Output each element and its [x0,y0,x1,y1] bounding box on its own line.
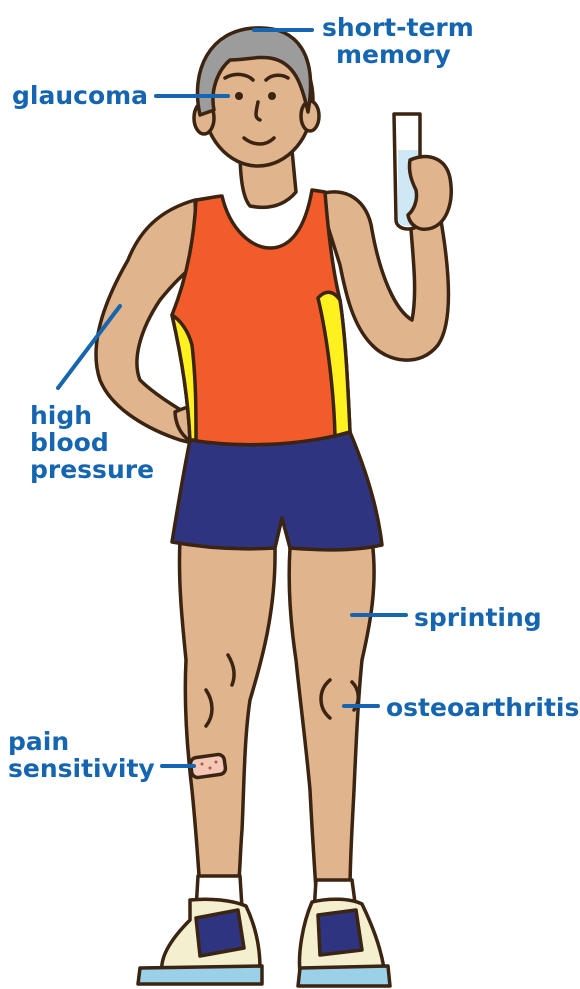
label-pressure-line: pressure [30,456,154,483]
label-short-term-memory: short-term memory [322,14,474,68]
label-sprinting: sprinting [414,604,542,631]
label-short-term-memory-line2: memory [322,41,474,68]
label-pain-line: pain [8,728,155,755]
label-sensitivity-line: sensitivity [8,755,155,782]
right-leg [289,540,374,890]
label-short-term-memory-line1: short-term [322,14,474,41]
left-shoe-stripes [196,910,244,956]
right-shoe-sole [298,966,390,986]
running-shoe-icon [138,899,390,986]
right-shoe-stripes [318,910,362,955]
label-glaucoma: glaucoma [12,82,148,109]
shorts [172,432,382,550]
test-tube-icon [394,114,451,229]
older-runner-illustration [96,28,451,986]
label-high-blood-pressure: high blood pressure [30,402,154,483]
eye-right [268,92,276,100]
label-blood-line: blood [30,429,154,456]
label-pain-sensitivity: pain sensitivity [8,728,155,782]
left-leg [179,540,275,890]
eye-left [235,92,243,100]
left-shoe-sole [138,966,262,984]
label-osteoarthritis: osteoarthritis [386,694,579,721]
label-high-line: high [30,402,154,429]
